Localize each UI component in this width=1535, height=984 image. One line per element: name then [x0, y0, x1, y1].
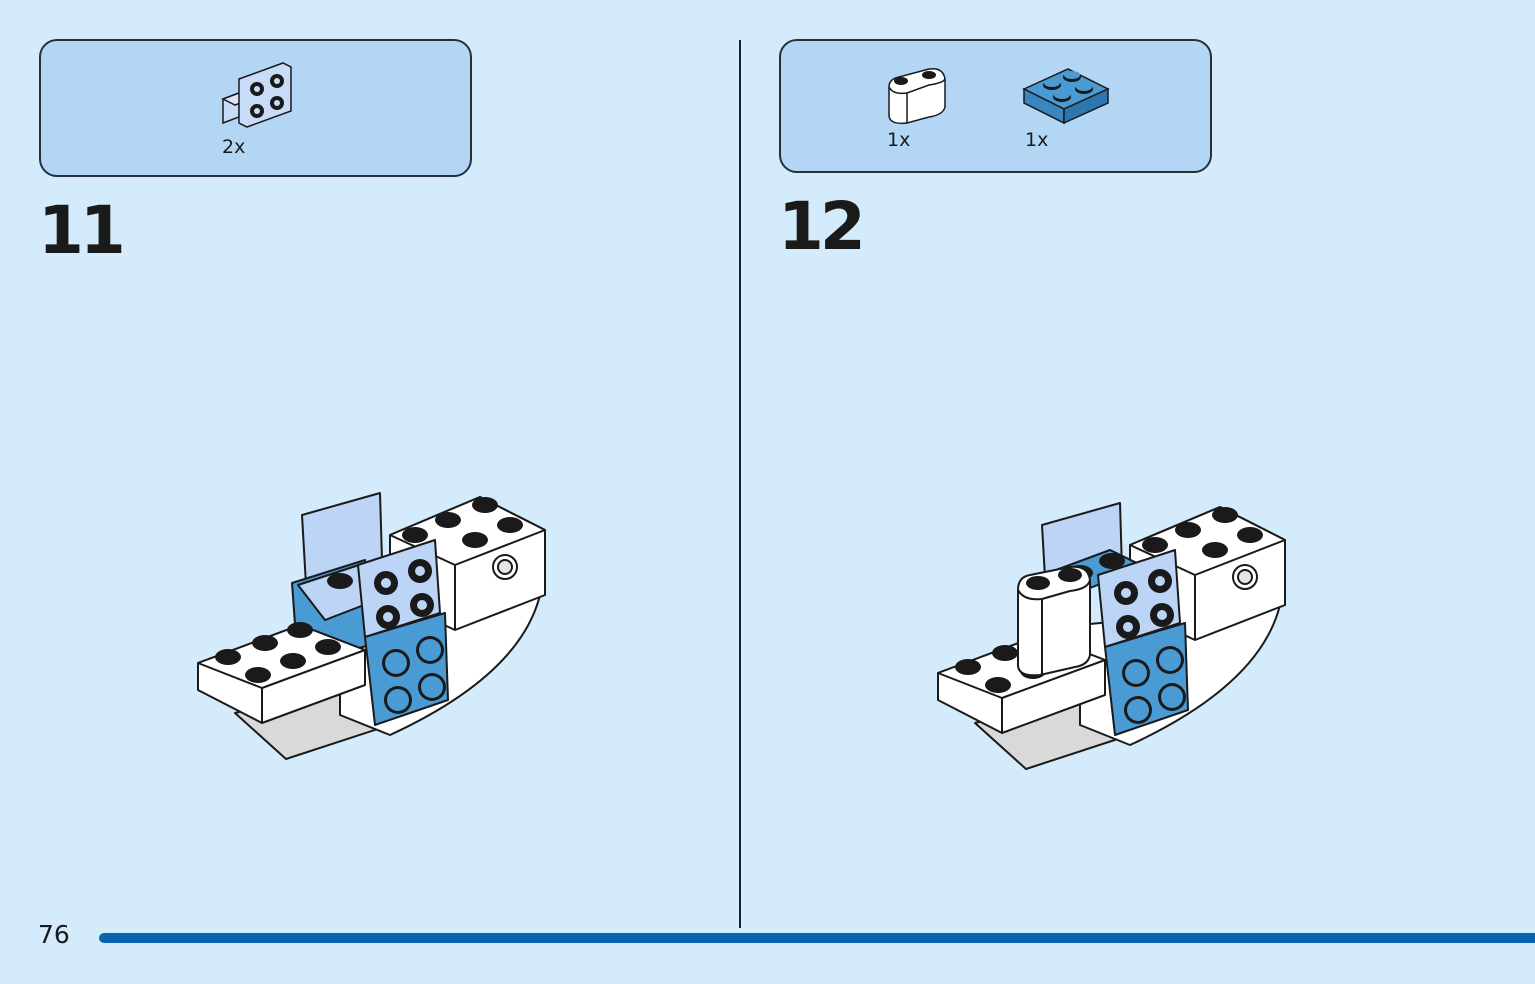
footer-bar	[99, 933, 1535, 943]
assembly-illustration-step-12	[937, 502, 1286, 770]
page-divider	[739, 40, 741, 928]
step-number: 11	[38, 192, 126, 269]
white-round-brick-icon	[888, 67, 946, 125]
bracket-plate-icon	[221, 62, 292, 128]
page-number: 76	[38, 920, 70, 949]
parts-callout-step-12: 1x 1x	[779, 39, 1212, 173]
assembly-illustration-step-11	[197, 492, 546, 760]
part-quantity: 2x	[222, 136, 246, 158]
part-quantity: 1x	[887, 129, 911, 151]
step-number: 12	[778, 188, 866, 265]
part-quantity: 1x	[1025, 129, 1049, 151]
parts-callout-step-11: 2x	[39, 39, 472, 177]
blue-plate-icon	[1022, 68, 1110, 125]
